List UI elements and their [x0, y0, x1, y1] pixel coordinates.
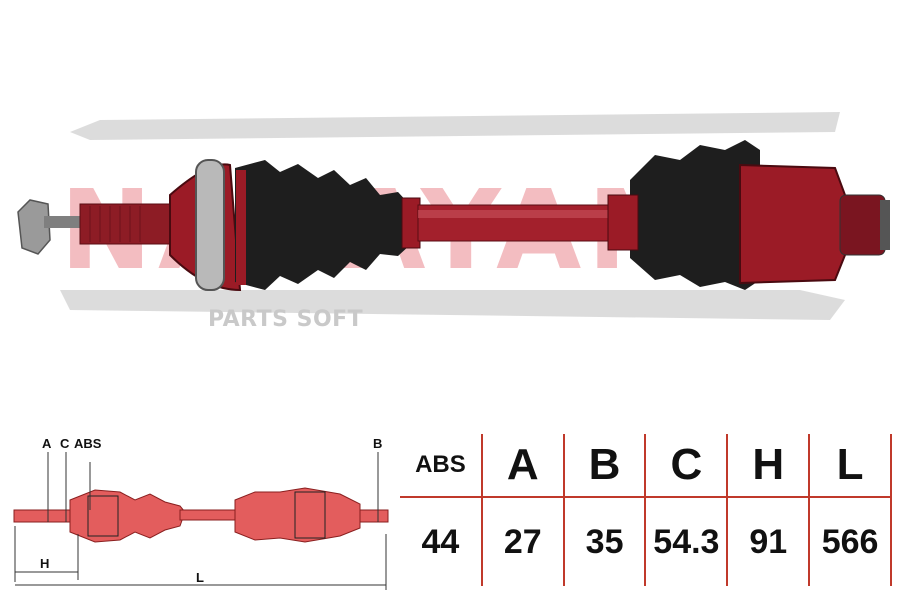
diagram-label-b: B	[373, 436, 382, 451]
spec-value-b: 35	[562, 497, 647, 586]
spec-header-c: C	[644, 434, 729, 498]
outer-spline-shaft	[79, 203, 176, 245]
spec-header-a: A	[480, 434, 565, 498]
spec-header-l: L	[808, 434, 892, 498]
spec-header-h: H	[726, 434, 811, 498]
inner-boot	[630, 140, 760, 290]
spec-header-b: B	[562, 434, 647, 498]
spec-header-abs: ABS	[400, 434, 483, 498]
spec-value-l: 566	[808, 497, 892, 586]
diagram-label-l: L	[196, 570, 204, 585]
outer-boot	[235, 160, 410, 290]
abs-ring	[195, 159, 225, 291]
spec-header-row: ABS A B C H L	[400, 434, 892, 498]
diagram-label-h: H	[40, 556, 49, 571]
product-image: NAKAYAMA	[17, 112, 890, 320]
diagram-label-a: A	[42, 436, 52, 451]
spec-table: ABS A B C H L 44 27 35 54.3 91 566	[400, 434, 892, 586]
watermark-logo	[60, 112, 845, 320]
spec-value-c: 54.3	[644, 497, 729, 586]
watermark-text: PARTS SOFT	[208, 307, 364, 332]
dimension-diagram: A C ABS B H L	[13, 436, 389, 590]
diagram-label-c: C	[60, 436, 70, 451]
inner-cv-housing	[739, 163, 846, 285]
spec-value-abs: 44	[400, 497, 483, 586]
diagram-label-abs: ABS	[74, 436, 102, 451]
spec-value-h: 91	[726, 497, 811, 586]
hub-nut	[17, 199, 84, 255]
spec-value-row: 44 27 35 54.3 91 566	[400, 497, 892, 586]
spec-value-a: 27	[480, 497, 565, 586]
diagram-part-outline	[13, 487, 389, 543]
